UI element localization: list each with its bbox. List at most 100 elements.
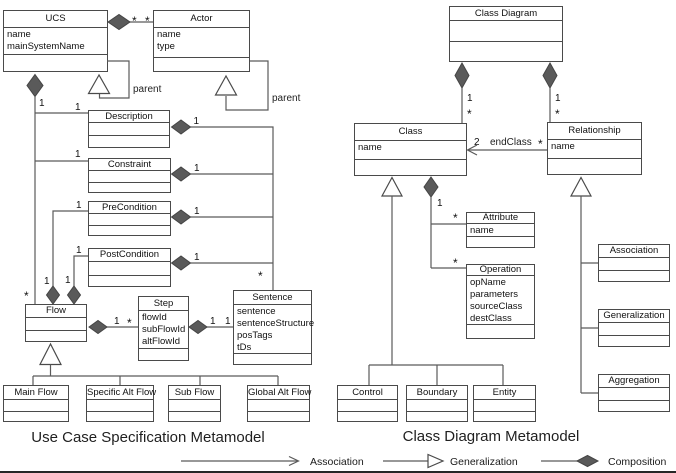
class-title: Constraint [107,159,152,170]
attributes-compartment: name [548,139,641,158]
multiplicity-label: * [132,14,137,28]
class-box-global-alt-flow: Global Alt Flow [247,385,312,422]
class-box-relationship: Relationship name [547,122,642,175]
operations-compartment [139,348,188,360]
attribute-text: altFlowId [142,336,181,347]
multiplicity-label: * [538,137,543,151]
attributes-compartment: name [467,223,534,236]
composition-diamond-icon [26,73,44,98]
attributes-compartment [89,122,169,135]
class-title: Class Diagram [474,8,538,19]
operations-compartment [450,41,562,61]
class-composition-trunk-line [430,197,466,269]
multiplicity-label: * [555,107,560,121]
attributes-compartment [89,213,170,225]
multiplicity-label: 2 [474,137,480,148]
class-title: PreCondition [102,202,157,213]
relationship-generalization-bus-line [580,196,598,394]
attribute-text: flowId [142,312,167,323]
class-box-class: Class name [354,123,467,176]
description-sentence-line [190,126,274,290]
role-label-parent: parent [133,84,162,95]
class-title: Sentence [252,292,293,303]
class-title: Description [105,111,153,122]
operations-compartment [248,411,309,421]
class-box-specific-alt-flow: Specific Alt Flow [86,385,156,422]
class-box-attribute: Attribute name [466,212,535,248]
attributes-compartment [599,257,669,270]
operations-compartment [548,158,641,174]
attribute-text: posTags [237,330,273,341]
class-box-actor: Actor name type [153,10,250,72]
multiplicity-label: * [453,256,458,270]
composition-diamond-icon [423,176,439,198]
attributes-compartment [407,399,467,411]
operations-compartment [89,135,169,147]
class-box-aggregation: Aggregation [598,374,670,412]
attribute-text: sentenceStructure [237,318,315,329]
attribute-text: name [358,142,382,153]
class-box-step: Step flowId subFlowId altFlowId [138,296,189,361]
attribute-text: sentence [237,306,276,317]
class-box-flow: Flow [25,304,87,342]
operations-compartment [169,411,220,421]
association-arrowhead-icon [466,144,478,156]
class-title: Aggregation [608,375,660,386]
attribute-text: name [7,29,31,40]
legend-composition-label: Composition [608,456,667,468]
class-box-generalization: Generalization [598,309,670,347]
composition-diamond-icon [542,61,558,90]
multiplicity-label: * [258,269,263,283]
flow-precondition-line [52,210,88,287]
multiplicity-label: * [127,316,132,330]
operations-compartment [599,400,669,411]
attributes-compartment [450,20,562,41]
operations-compartment [87,411,153,421]
composition-diamond-icon [45,285,61,305]
operations-compartment [467,324,534,338]
attribute-text: type [157,41,175,52]
operations-compartment [154,57,249,71]
operations-compartment [234,353,311,364]
attributes-compartment: flowId subFlowId altFlowId [139,310,188,348]
class-box-boundary: Boundary [406,385,468,422]
association-arrowhead-icon [288,455,300,467]
class-title: Generalization [603,310,665,321]
multiplicity-label: 1 [225,316,231,327]
class-title: Flow [45,305,67,316]
operations-compartment [4,411,68,421]
role-label-parent: parent [272,93,301,104]
attribute-text: opName [470,277,506,288]
multiplicity-label: * [24,289,29,303]
class-title: Association [609,245,659,256]
multiplicity-label: 1 [194,206,200,217]
operations-compartment [407,411,467,421]
operations-compartment [474,411,535,421]
attribute-text: name [551,141,575,152]
multiplicity-label: * [145,14,150,28]
generalization-triangle-icon [569,176,593,197]
attributes-compartment [599,387,669,400]
class-box-control: Control [337,385,398,422]
composition-diamond-icon [170,209,192,225]
composition-diamond-icon [88,319,108,335]
class-title: Main Flow [14,387,58,398]
attribute-text: tDs [237,342,252,353]
legend-generalization-label: Generalization [450,456,518,468]
attributes-compartment: name [355,140,466,159]
class-title: Global Alt Flow [248,387,312,398]
attributes-compartment [248,399,309,411]
operations-compartment [4,54,107,71]
class-title: Class [398,126,423,137]
flow-generalization-bus-line [32,364,279,385]
operations-compartment [338,411,397,421]
operations-compartment [467,236,534,247]
operations-compartment [26,330,86,341]
attributes-compartment [26,317,86,330]
operations-compartment [89,275,170,286]
attributes-compartment [599,322,669,335]
class-title: Operation [479,264,522,275]
class-title: UCS [45,13,66,24]
class-title: Control [352,387,383,398]
generalization-triangle-icon [214,74,238,96]
